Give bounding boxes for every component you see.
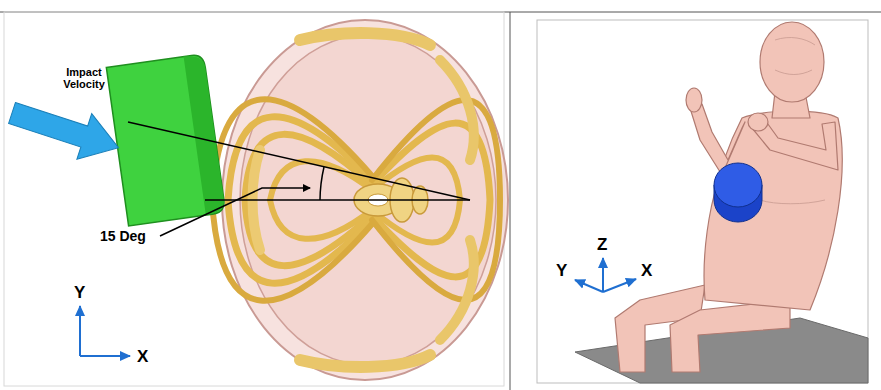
arrow-label: Impact Velocity <box>44 66 124 90</box>
axis-label: Y <box>556 262 567 281</box>
axis-label: Y <box>74 284 85 303</box>
axis-label: X <box>641 262 652 281</box>
axis-label: Z <box>597 236 607 255</box>
axis-label: X <box>137 348 148 367</box>
angle-label: 15 Deg <box>100 229 146 244</box>
